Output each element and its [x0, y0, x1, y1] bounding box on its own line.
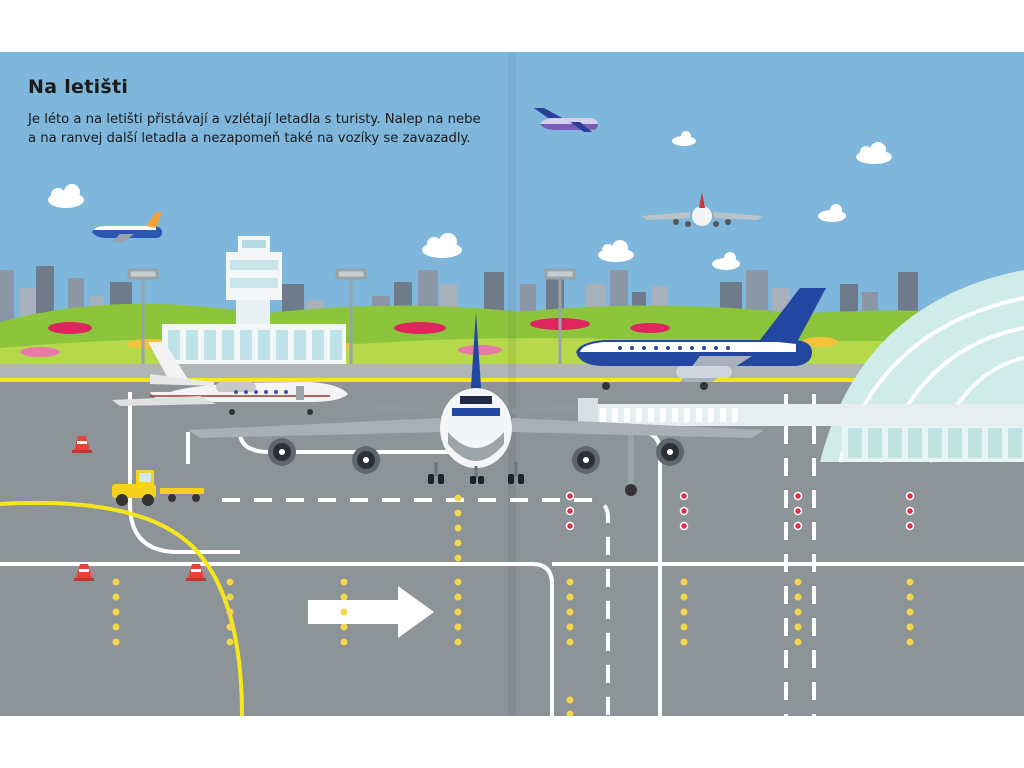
jet-bridge [578, 398, 1024, 496]
paragraph-line: Je léto a na letišti přistávají a vzléta… [28, 112, 481, 127]
instructions-paragraph: Je léto a na letišti přistávají a vzléta… [28, 110, 498, 148]
control-tower [226, 236, 282, 352]
yellow-edge-line [0, 378, 1024, 382]
cloud [672, 131, 696, 146]
traffic-cones [72, 436, 206, 581]
traffic-cone [74, 564, 94, 581]
taxiway-lights-yellow [112, 494, 914, 716]
baggage-tractor [112, 470, 204, 506]
cloud [818, 204, 846, 222]
yellow-taxi-line [0, 500, 244, 716]
sky-plane-purple [534, 108, 598, 132]
cloud [48, 184, 84, 208]
page-title: Na letišti [28, 76, 129, 98]
blue-airliner [576, 288, 826, 390]
traffic-cone [186, 564, 206, 581]
cloud [712, 252, 740, 270]
private-jet [112, 342, 348, 415]
page-gutter [508, 52, 516, 716]
text-box: Na letišti Je léto a na letišti přistáva… [28, 76, 498, 148]
airport-illustration [0, 52, 1024, 716]
sky-plane-left [92, 212, 162, 242]
cloud [598, 240, 634, 262]
direction-arrow [308, 586, 434, 638]
terminal-building [162, 324, 346, 364]
floodlights [127, 268, 576, 372]
dashed-markings [222, 394, 816, 716]
jumbo-jet [188, 312, 764, 484]
taxiway-lights-red [565, 491, 915, 531]
cloud [422, 233, 462, 258]
traffic-cone [72, 436, 92, 453]
paragraph-line: a na ranvej další letadla a nezapomeň ta… [28, 131, 471, 146]
clouds [48, 131, 892, 270]
book-spread: Na letišti Je léto a na letišti přistáva… [0, 52, 1024, 716]
cloud [856, 142, 892, 164]
sky-plane-jumbo-front [642, 192, 762, 227]
